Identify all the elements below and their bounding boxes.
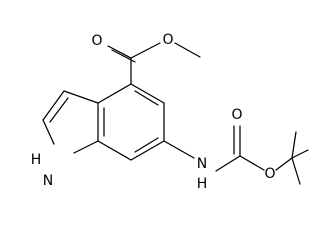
benzene-ring	[97, 83, 165, 161]
indole-nitrogen-label: N	[43, 173, 53, 189]
carbamate-carbonyl-oxygen-label: O	[231, 107, 242, 123]
pyrrole-ring	[42, 90, 99, 154]
boc-amino-group	[163, 125, 309, 185]
methyl-ester-group	[107, 42, 201, 85]
carbamate-nitrogen-label: N	[197, 156, 207, 172]
carbonyl-oxygen-label: O	[91, 33, 102, 49]
chemical-structure-diagram: O O H N N H O O	[31, 32, 309, 192]
ester-oxygen-label: O	[162, 32, 173, 48]
carbamate-hydrogen-label: H	[197, 176, 208, 192]
indole-nh-hydrogen-label: H	[31, 152, 42, 168]
carbamate-ether-oxygen-label: O	[264, 166, 275, 182]
